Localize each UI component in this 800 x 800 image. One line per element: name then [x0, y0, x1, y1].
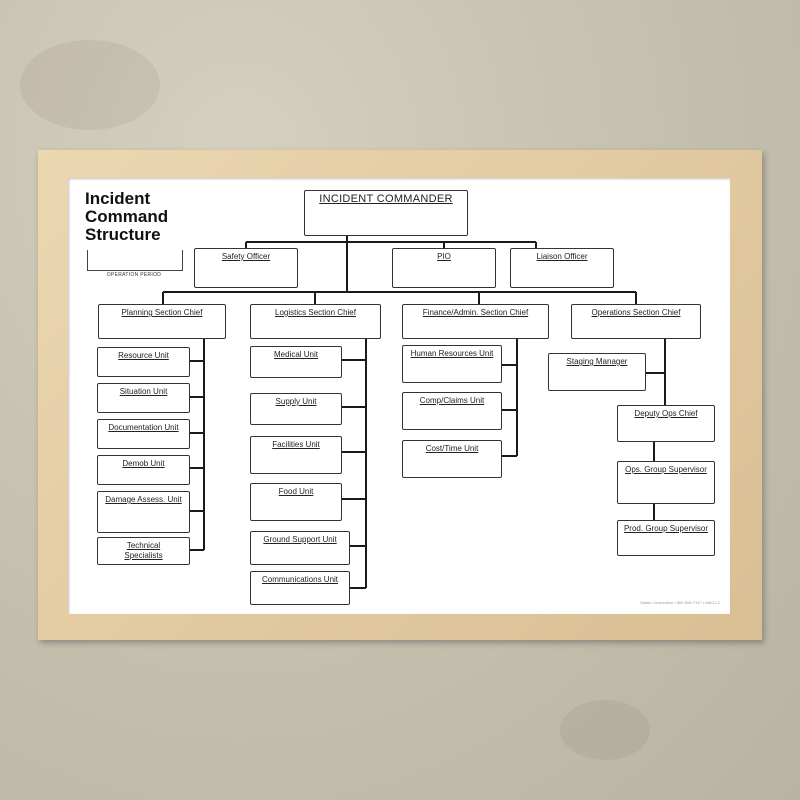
finance-chief-label: Finance/Admin. Section Chief [422, 308, 529, 317]
finance-unit-box: Human Resources Unit [402, 345, 502, 383]
finance-unit-box: Comp/Claims Unit [402, 392, 502, 430]
planning-unit-label: Situation Unit [119, 387, 168, 396]
prod-group-supervisor-box: Prod. Group Supervisor [617, 520, 715, 556]
planning-unit-label: Demob Unit [122, 459, 165, 468]
manufacturer-footer: Sarkis Corporation • 800-808-7147 • MAGJ… [640, 600, 720, 605]
logistics-unit-label: Ground Support Unit [263, 535, 337, 544]
board-title: Incident Command Structure [85, 189, 169, 244]
wall-stain [560, 700, 650, 760]
org-chart-connectors [162, 236, 666, 589]
operation-period-label: OPERATION PERIOD [106, 272, 162, 278]
operation-period-field [87, 250, 183, 271]
safety-officer-box: Safety Officer [194, 248, 298, 288]
logistics-unit-box: Medical Unit [250, 346, 342, 378]
planning-unit-label: Resource Unit [118, 351, 169, 360]
finance-unit-label: Human Resources Unit [410, 349, 494, 358]
logistics-section-chief-box: Logistics Section Chief [250, 304, 381, 339]
logistics-unit-box: Supply Unit [250, 393, 342, 425]
logistics-unit-label: Food Unit [278, 487, 314, 496]
liaison-officer-box: Liaison Officer [510, 248, 614, 288]
incident-commander-box: INCIDENT COMMANDER [304, 190, 468, 236]
operations-unit-label: Staging Manager [566, 357, 628, 366]
planning-chief-label: Planning Section Chief [121, 308, 203, 317]
planning-unit-label: Technical Specialists [124, 541, 163, 560]
planning-unit-box: Technical Specialists [97, 537, 190, 565]
planning-unit-box: Damage Assess. Unit [97, 491, 190, 533]
liaison-officer-label: Liaison Officer [536, 252, 588, 261]
planning-unit-box: Documentation Unit [97, 419, 190, 449]
logistics-unit-label: Supply Unit [275, 397, 317, 406]
pio-label: PIO [437, 252, 451, 261]
wall-stain [20, 40, 160, 130]
operations-unit-label: Prod. Group Supervisor [623, 524, 709, 533]
logistics-unit-box: Ground Support Unit [250, 531, 350, 565]
finance-admin-section-chief-box: Finance/Admin. Section Chief [402, 304, 549, 339]
operations-section-chief-box: Operations Section Chief [571, 304, 701, 339]
logistics-unit-box: Communications Unit [250, 571, 350, 605]
planning-unit-label: Damage Assess. Unit [105, 495, 182, 504]
planning-unit-label: Documentation Unit [108, 423, 179, 432]
operations-unit-label: Deputy Ops Chief [634, 409, 698, 418]
logistics-unit-box: Food Unit [250, 483, 342, 521]
whiteboard: Incident Command Structure OPERATION PER… [68, 178, 730, 614]
incident-commander-label: INCIDENT COMMANDER [319, 193, 453, 205]
ops-group-supervisor-box: Ops. Group Supervisor [617, 461, 715, 504]
logistics-unit-label: Communications Unit [261, 575, 339, 584]
planning-unit-box: Resource Unit [97, 347, 190, 377]
finance-unit-box: Cost/Time Unit [402, 440, 502, 478]
safety-officer-label: Safety Officer [221, 252, 271, 261]
planning-unit-box: Demob Unit [97, 455, 190, 485]
pio-box: PIO [392, 248, 496, 288]
finance-unit-label: Cost/Time Unit [425, 444, 479, 453]
planning-section-chief-box: Planning Section Chief [98, 304, 226, 339]
logistics-unit-box: Facilities Unit [250, 436, 342, 474]
staging-manager-box: Staging Manager [548, 353, 646, 391]
logistics-unit-label: Facilities Unit [272, 440, 320, 449]
deputy-ops-chief-box: Deputy Ops Chief [617, 405, 715, 442]
finance-unit-label: Comp/Claims Unit [419, 396, 485, 405]
logistics-chief-label: Logistics Section Chief [275, 308, 356, 317]
logistics-unit-label: Medical Unit [273, 350, 318, 359]
operations-chief-label: Operations Section Chief [591, 308, 681, 317]
operations-unit-label: Ops. Group Supervisor [625, 465, 707, 474]
planning-unit-box: Situation Unit [97, 383, 190, 413]
